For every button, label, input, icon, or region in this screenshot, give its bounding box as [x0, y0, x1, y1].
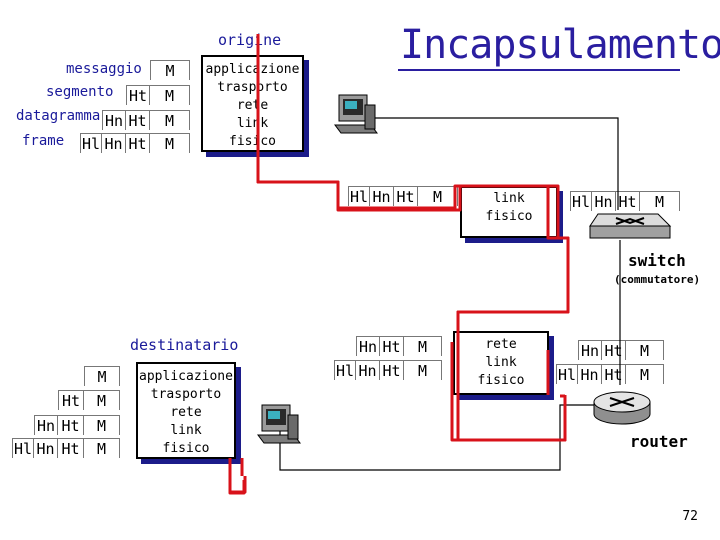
header-cell: Hl — [348, 186, 370, 206]
link-router-destination — [279, 404, 600, 471]
row-label-segmento: segmento — [46, 84, 114, 100]
switch-sublabel: (commutatore) — [614, 273, 701, 286]
header-cell: M — [418, 186, 458, 206]
layer-application: applicazione — [139, 369, 233, 384]
header-cell: M — [626, 340, 664, 360]
layer-transport: trasporto — [150, 387, 222, 402]
layer-link: link — [485, 355, 517, 370]
destination-protocol-stack: applicazione trasporto rete link fisico — [136, 362, 236, 459]
header-cell: M — [150, 85, 190, 105]
packet-path-descent — [240, 458, 244, 476]
header-cell: Ht — [58, 390, 84, 410]
destination-label: destinatario — [130, 336, 239, 354]
layer-link: link — [236, 116, 269, 131]
router-label: router — [630, 432, 688, 451]
header-cell: Hl — [12, 438, 34, 458]
destination-computer-icon — [257, 404, 301, 444]
switch-protocol-stack: link fisico — [460, 186, 558, 238]
header-cell: Hn — [102, 110, 126, 130]
header-cell: M — [84, 438, 120, 458]
header-cell: Ht — [58, 438, 84, 458]
source-protocol-stack: applicazione trasporto rete link fisico — [201, 55, 304, 152]
header-cell: Hn — [370, 186, 394, 206]
header-cell: M — [84, 415, 120, 435]
header-cell: Hl — [570, 191, 592, 211]
router-icon — [593, 391, 651, 425]
switch-icon — [589, 213, 672, 239]
layer-physical: fisico — [162, 441, 210, 456]
layer-network: rete — [485, 337, 517, 352]
header-cell: Ht — [126, 85, 150, 105]
layer-physical: fisico — [477, 373, 525, 388]
source-computer-icon — [334, 94, 378, 134]
switch-label: switch — [628, 251, 686, 270]
header-cell: M — [640, 191, 680, 211]
title-underline — [398, 69, 680, 71]
header-cell: Hn — [34, 415, 58, 435]
header-cell: Hn — [356, 336, 380, 356]
page-number: 72 — [682, 509, 698, 524]
row-label-frame: frame — [22, 133, 65, 149]
header-cell: M — [84, 366, 120, 386]
layer-link: link — [170, 423, 202, 438]
header-cell: Hn — [592, 191, 616, 211]
source-label: origine — [218, 31, 282, 49]
header-cell: M — [626, 364, 664, 384]
header-cell: M — [404, 360, 442, 380]
header-cell: Ht — [58, 415, 84, 435]
header-cell: M — [84, 390, 120, 410]
row-label-messaggio: messaggio — [66, 61, 142, 77]
header-cell: Ht — [380, 336, 404, 356]
header-cell: M — [150, 60, 190, 80]
header-cell: M — [150, 133, 190, 153]
header-cell: Hn — [578, 340, 602, 360]
layer-application: applicazione — [205, 62, 300, 77]
link-source-switch — [370, 117, 619, 210]
header-cell: Ht — [380, 360, 404, 380]
row-label-datagramma: datagramma — [16, 108, 101, 124]
header-cell: Ht — [394, 186, 418, 206]
header-cell: Ht — [126, 110, 150, 130]
layer-physical: fisico — [485, 209, 533, 224]
header-cell: Ht — [126, 133, 150, 153]
header-cell: M — [404, 336, 442, 356]
header-cell: Hl — [80, 133, 102, 153]
header-cell: Hn — [102, 133, 126, 153]
slide-title: Incapsulamento — [400, 22, 720, 68]
header-cell: Hn — [578, 364, 602, 384]
header-cell: Hl — [334, 360, 356, 380]
network-links — [279, 117, 621, 471]
header-cell: Hn — [34, 438, 58, 458]
layer-physical: fisico — [229, 134, 276, 149]
router-protocol-stack: rete link fisico — [453, 331, 549, 395]
layer-network: rete — [236, 98, 269, 113]
packet-path-main — [228, 34, 570, 494]
header-cell: Hl — [556, 364, 578, 384]
header-cell: Ht — [616, 191, 640, 211]
header-cell: M — [150, 110, 190, 130]
layer-transport: trasporto — [217, 80, 288, 95]
layer-link: link — [493, 191, 525, 206]
header-cell: Hn — [356, 360, 380, 380]
layer-network: rete — [170, 405, 202, 420]
